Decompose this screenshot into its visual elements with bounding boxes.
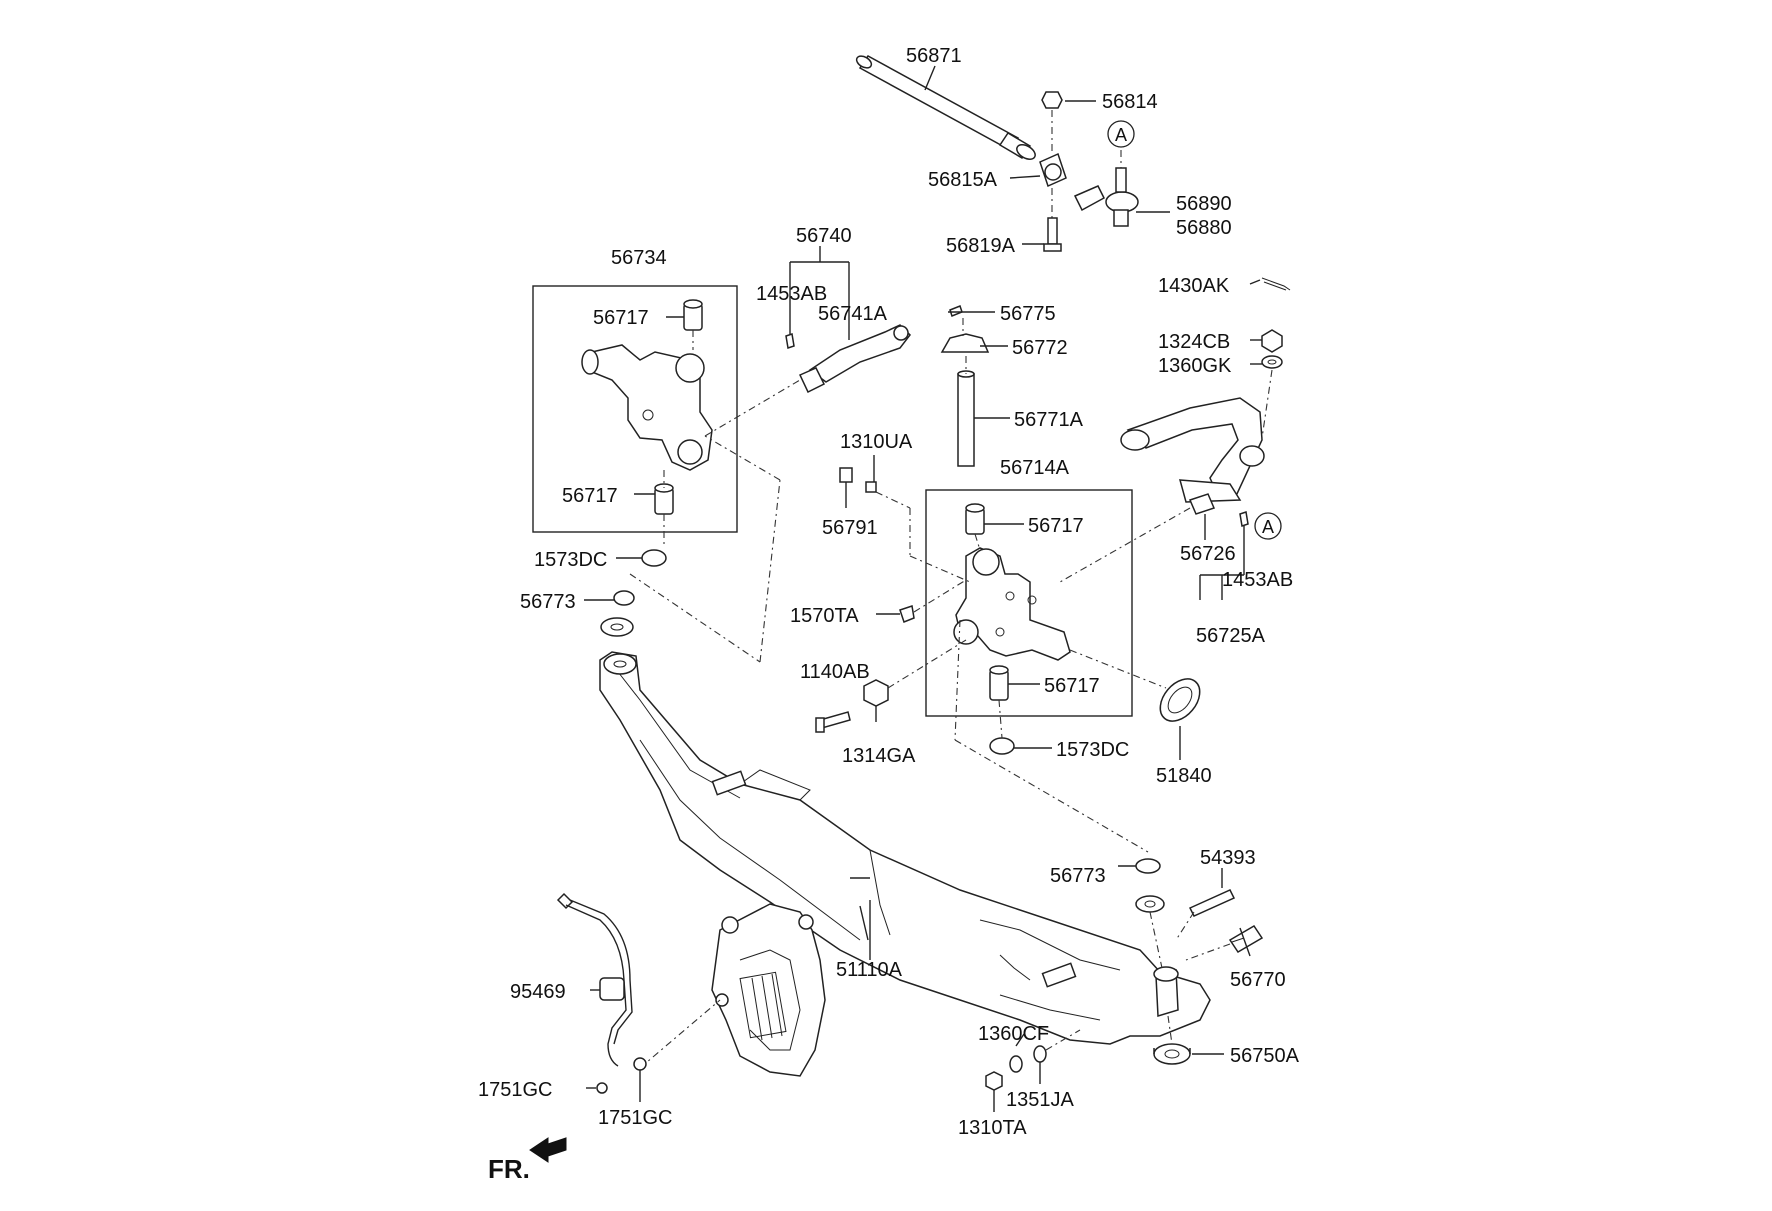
label-56717-b: 56717 [562, 485, 618, 507]
front-direction-arrow [529, 1137, 567, 1163]
label-1140AB: 1140AB [800, 661, 870, 683]
nut-1310TA [985, 1071, 1003, 1091]
stud-54393 [1188, 889, 1236, 917]
label-56717-a: 56717 [593, 307, 649, 329]
part-labels: 56871 56814 56815A 56890 56880 56819A 56… [478, 45, 1300, 1184]
brake-caliper [711, 903, 826, 1077]
label-56726: 56726 [1180, 543, 1236, 565]
label-56791: 56791 [822, 517, 878, 539]
king-pin-56771A [957, 370, 975, 467]
label-56740: 56740 [796, 225, 852, 247]
seal-51840 [1159, 678, 1201, 722]
label-56772: 56772 [1012, 337, 1068, 359]
label-1310TA: 1310TA [958, 1117, 1027, 1139]
svg-text:A: A [1115, 125, 1127, 145]
washer-1360CF [1009, 1055, 1023, 1073]
tie-rod-56871 [855, 55, 1036, 160]
nut-56814 [1041, 91, 1063, 109]
svg-text:A: A [1262, 517, 1274, 537]
cap-56772 [940, 333, 990, 353]
bolt-56819A [1043, 217, 1062, 252]
label-56734: 56734 [611, 247, 667, 269]
washer-1360GK [1261, 355, 1283, 369]
axle-pad-right [1153, 966, 1179, 1017]
dust-seal-1573DC-right [989, 737, 1015, 755]
label-1310UA: 1310UA [840, 431, 913, 453]
knuckle-assembly-box-56734 [532, 285, 738, 533]
label-56814: 56814 [1102, 91, 1158, 113]
bolt-1140AB [815, 711, 851, 733]
label-56750A: 56750A [1230, 1045, 1300, 1067]
bushing-56717-c [965, 503, 985, 535]
brake-hose [556, 892, 633, 1067]
washer-1751GC-a [596, 1082, 608, 1094]
label-51840: 51840 [1156, 765, 1212, 787]
clip-95469 [599, 977, 625, 1001]
knuckle-assembly-box-56714A [925, 489, 1133, 717]
label-1314GA: 1314GA [842, 745, 916, 767]
label-1360CF: 1360CF [978, 1023, 1049, 1045]
nut-1310UA [865, 481, 877, 493]
label-1324CB: 1324CB [1158, 331, 1230, 353]
shim-56773-left [613, 590, 635, 606]
grease-fitting-1570TA [899, 605, 915, 623]
washer-1351JA [1033, 1045, 1047, 1063]
pin-1453AB-top [785, 333, 795, 349]
label-front: FR. [488, 1154, 530, 1184]
label-56819A: 56819A [946, 235, 1016, 257]
drag-link-56725A [1120, 397, 1265, 503]
label-1453AB-top: 1453AB [756, 283, 827, 305]
nut-1314GA [863, 679, 889, 707]
ball-joint-56726 [1188, 493, 1216, 515]
bushing-56717-d [989, 665, 1009, 701]
callout-a-top: A [1107, 120, 1135, 148]
label-56717-d: 56717 [1044, 675, 1100, 697]
steering-arm-56741A [798, 324, 911, 394]
label-56717-c: 56717 [1028, 515, 1084, 537]
label-56890: 56890 [1176, 193, 1232, 215]
label-56771A: 56771A [1014, 409, 1084, 431]
label-1453AB-right: 1453AB [1222, 569, 1293, 591]
label-56815A: 56815A [928, 169, 998, 191]
plug-56775 [949, 305, 963, 317]
label-1573DC-left: 1573DC [534, 549, 607, 571]
label-56775: 56775 [1000, 303, 1056, 325]
cotter-1430AK [1261, 277, 1291, 291]
bolt-56791 [839, 467, 853, 483]
label-56871: 56871 [906, 45, 962, 67]
label-1351JA: 1351JA [1006, 1089, 1074, 1111]
label-56714A: 56714A [1000, 457, 1070, 479]
dust-seal-1573DC-left [641, 549, 667, 567]
castle-nut-1324CB [1261, 329, 1283, 353]
label-1570TA: 1570TA [790, 605, 859, 627]
label-56880: 56880 [1176, 217, 1232, 239]
axle-beam-51110A [599, 651, 1211, 1045]
label-56741A: 56741A [818, 303, 888, 325]
pin-56770 [1228, 924, 1264, 954]
label-56770: 56770 [1230, 969, 1286, 991]
left-knuckle [581, 299, 713, 515]
label-56773-right: 56773 [1050, 865, 1106, 887]
center-knuckle [953, 547, 1071, 661]
washer-1751GC-b [633, 1057, 647, 1071]
label-56725A: 56725A [1196, 625, 1266, 647]
label-1573DC-right: 1573DC [1056, 739, 1129, 761]
tie-rod-clamp-56815A [1039, 152, 1067, 188]
label-54393: 54393 [1200, 847, 1256, 869]
label-1751GC-a: 1751GC [478, 1079, 553, 1101]
shim-56773-right [1135, 858, 1161, 874]
washer-right [1135, 895, 1165, 913]
label-1430AK: 1430AK [1158, 275, 1230, 297]
bushing-56750A [1153, 1043, 1191, 1065]
label-56773-left: 56773 [520, 591, 576, 613]
label-51110A: 51110A [836, 959, 903, 981]
callout-a-right: A [1254, 512, 1282, 540]
pin-1453AB-right [1239, 511, 1249, 527]
label-1751GC-b: 1751GC [598, 1107, 673, 1129]
tie-rod-end-56890 [1073, 167, 1139, 227]
washer-left [600, 617, 634, 637]
label-1360GK: 1360GK [1158, 355, 1232, 377]
label-95469: 95469 [510, 981, 566, 1003]
